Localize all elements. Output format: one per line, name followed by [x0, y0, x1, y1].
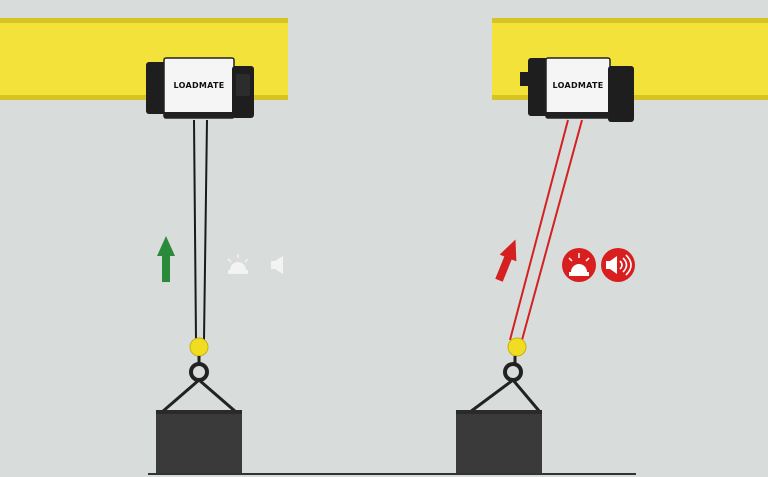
hoist-angled-pull: LOADMATE: [456, 18, 768, 474]
up-arrow-icon: [495, 239, 517, 282]
speaker-icon: [271, 256, 283, 274]
hoist-brand-label: LOADMATE: [173, 81, 224, 90]
hook-block-left: [189, 337, 209, 382]
hoist-unit-left: LOADMATE: [146, 57, 254, 119]
hoist-rope-left: [193, 119, 208, 341]
hoist-vertical-lift: LOADMATE: [0, 18, 288, 474]
hoist-brand-label: LOADMATE: [552, 81, 603, 90]
up-arrow-icon: [157, 236, 175, 282]
hoist-unit-right: LOADMATE: [520, 57, 634, 122]
overhead-beam-left: [0, 18, 288, 100]
siren-icon: [562, 248, 596, 282]
load-left: [156, 378, 242, 474]
load-right: [456, 378, 542, 474]
hook-block-right: [503, 337, 527, 382]
siren-icon: [227, 254, 249, 274]
hoist-rope-right: [509, 119, 583, 341]
speaker-icon: [601, 248, 635, 282]
